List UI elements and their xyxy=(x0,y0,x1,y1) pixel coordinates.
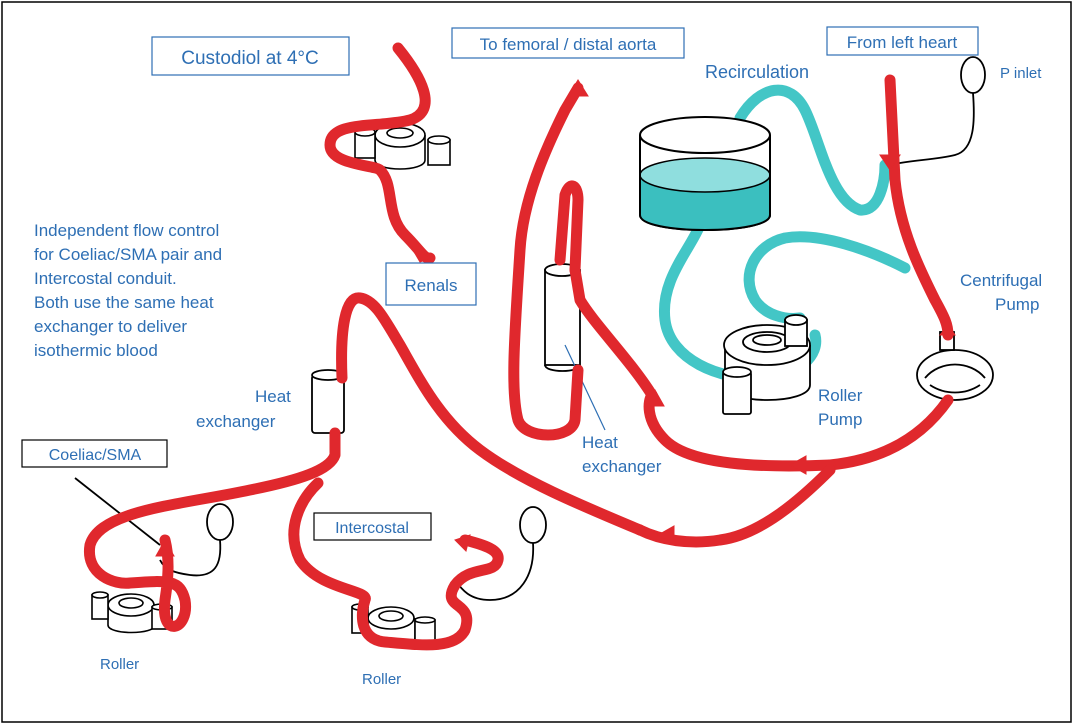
arrow-left-heart xyxy=(879,154,901,171)
intercostal-box: Intercostal xyxy=(313,512,432,541)
arrow-coeliac xyxy=(155,538,175,557)
arrow-femoral xyxy=(567,79,589,97)
pressure-gauge-intercostal xyxy=(454,506,547,601)
roller-pump-label-line2: Pump xyxy=(818,410,862,429)
arrow-split xyxy=(788,455,807,475)
p-inlet-label: P inlet xyxy=(1000,65,1042,82)
note-line-3: Intercostal conduit. xyxy=(34,269,177,288)
note-line-2: for Coeliac/SMA pair and xyxy=(34,245,222,264)
arrow-renals xyxy=(409,244,432,263)
p-inlet-gauge xyxy=(889,56,986,166)
note-line-4: Both use the same heat xyxy=(34,293,214,312)
centrifugal-pump xyxy=(916,331,994,401)
roller-left-label: Roller xyxy=(100,656,139,673)
heat-exchanger-mid-label-line1: Heat xyxy=(582,433,618,452)
arrow-intercostal xyxy=(454,534,471,552)
centrifugal-label-line2: Pump xyxy=(995,295,1039,314)
from-left-heart-label: From left heart xyxy=(847,33,958,52)
note-line-6: isothermic blood xyxy=(34,341,158,360)
intercostal-label: Intercostal xyxy=(335,520,409,537)
reservoir xyxy=(639,116,771,231)
custodiol-box: Custodiol at 4°C xyxy=(151,36,350,76)
heat-exchanger-left-label-line1: Heat xyxy=(255,387,291,406)
roller-pump-custodiol xyxy=(354,122,451,170)
roller-mid-label: Roller xyxy=(362,671,401,688)
roller-pump-label-line1: Roller xyxy=(818,386,863,405)
recirculation-label: Recirculation xyxy=(705,62,809,82)
heat-exchanger-middle-pointer xyxy=(564,344,606,431)
arrow-centrifugal-inlet xyxy=(938,324,956,336)
roller-pump-large xyxy=(722,314,811,415)
femoral-box: To femoral / distal aorta xyxy=(451,27,685,59)
arrow-middle-return xyxy=(645,388,665,407)
pressure-gauge-coeliac xyxy=(74,477,234,577)
heat-exchanger-mid-label-line2: exchanger xyxy=(582,457,662,476)
heat-exchanger-left xyxy=(311,369,345,434)
femoral-label: To femoral / distal aorta xyxy=(480,35,657,54)
coeliac-sma-label: Coeliac/SMA xyxy=(49,447,142,464)
note-line-5: exchanger to deliver xyxy=(34,317,187,336)
blood-tubing xyxy=(84,42,954,651)
left-heart-box: From left heart xyxy=(826,26,979,56)
centrifugal-label-line1: Centrifugal xyxy=(960,271,1042,290)
flow-arrows xyxy=(155,79,956,557)
renals-box: Renals xyxy=(385,262,477,306)
arrow-lower-branch xyxy=(656,525,675,545)
note-line-1: Independent flow control xyxy=(34,221,219,240)
coeliac-box: Coeliac/SMA xyxy=(21,439,168,468)
renals-label: Renals xyxy=(405,276,458,295)
custodiol-label: Custodiol at 4°C xyxy=(181,48,319,69)
heat-exchanger-left-label-line2: exchanger xyxy=(196,412,276,431)
explanatory-note: Independent flow control for Coeliac/SMA… xyxy=(34,221,222,360)
